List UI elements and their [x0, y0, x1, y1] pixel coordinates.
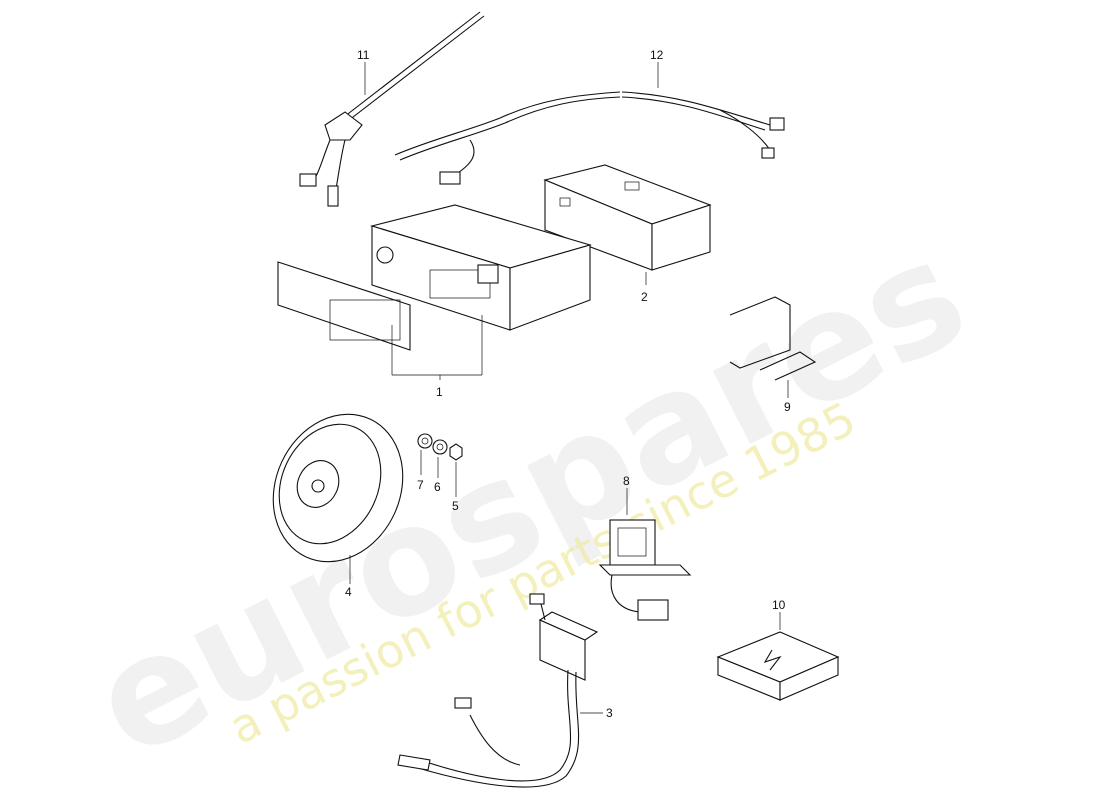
callout-12: 12 [650, 48, 664, 62]
callout-3: 3 [606, 706, 613, 720]
callout-11: 11 [357, 48, 370, 62]
bracket-9 [729, 296, 817, 398]
fasteners-5-6-7 [417, 433, 463, 497]
callout-labels: 1 2 3 4 5 6 7 8 9 10 11 12 [345, 48, 791, 720]
transformer-8 [598, 488, 692, 621]
callout-8: 8 [623, 474, 630, 488]
callout-7: 7 [417, 478, 424, 492]
callout-6: 6 [434, 480, 441, 494]
amplifier-cable-3 [397, 593, 603, 788]
callout-9: 9 [784, 400, 791, 414]
callout-10: 10 [772, 598, 786, 612]
callout-1: 1 [436, 385, 443, 399]
callout-2: 2 [641, 290, 648, 304]
package-10 [716, 612, 840, 701]
callout-4: 4 [345, 585, 352, 599]
loudspeaker-4 [272, 413, 404, 584]
antenna-cable-12 [394, 62, 785, 185]
mounting-frame-2 [543, 164, 712, 285]
callout-5: 5 [452, 499, 459, 513]
radio-unit-1 [277, 204, 592, 380]
antenna-11 [299, 11, 485, 207]
